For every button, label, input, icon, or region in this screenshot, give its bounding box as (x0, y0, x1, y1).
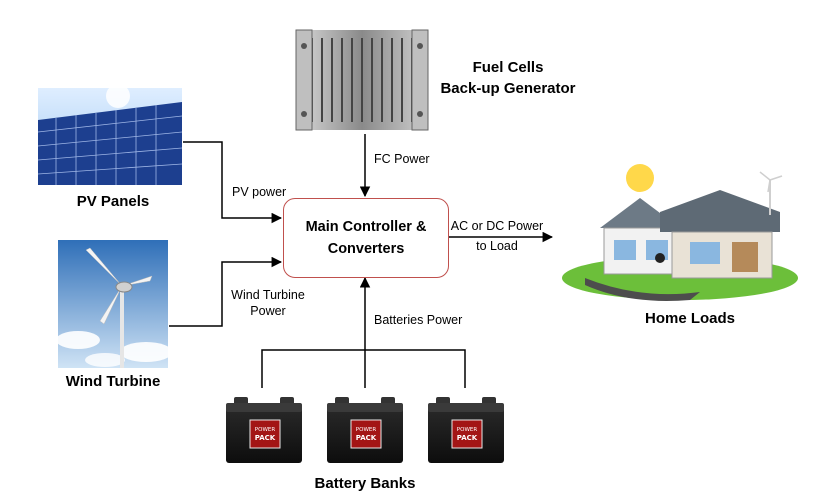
battery-bus-line (261, 349, 466, 388)
wind-power-label: Wind Turbine Power (231, 288, 305, 318)
wind-to-controller-arrow (169, 256, 283, 327)
load-power-label-line2: to Load (476, 239, 518, 253)
pv-panels-label: PV Panels (76, 193, 150, 210)
battery-banks-label: Battery Banks (314, 475, 416, 492)
load-power-label-line1: AC or DC Power (450, 219, 544, 233)
main-controller-box: Main Controller & Converters (283, 198, 449, 278)
battery-brand-text: PACK (457, 434, 478, 442)
controller-label-line2: Converters (327, 241, 405, 257)
wind-power-label-line2: Power (250, 304, 286, 318)
fc-power-label: FC Power (374, 152, 430, 166)
battery-brand-text: POWER (356, 427, 377, 433)
battery-brand-text: POWER (457, 427, 478, 433)
load-power-label: AC or DC Power to Load (451, 219, 543, 253)
fuel-cell-label: Fuel Cells Back-up Generator (440, 59, 575, 97)
controller-label-line1: Main Controller & (305, 219, 427, 235)
wind-turbine-image (56, 240, 172, 368)
fuel-cell-image (295, 29, 429, 131)
battery-power-label: Batteries Power (374, 313, 463, 327)
pv-to-controller-arrow (183, 141, 283, 224)
wind-turbine-label: Wind Turbine (65, 373, 161, 390)
home-loads-label: Home Loads (644, 310, 736, 327)
connectors (169, 134, 554, 388)
battery-brand-text: PACK (255, 434, 276, 442)
wind-power-label-line1: Wind Turbine (231, 288, 305, 302)
pv-power-label: PV power (232, 185, 287, 199)
home-image (562, 164, 798, 301)
battery-brand-text: POWER (255, 427, 276, 433)
fuel-cell-label-line2: Back-up Generator (440, 80, 576, 97)
fuel-cell-label-line1: Fuel Cells (472, 59, 544, 76)
pv-panel-image (37, 84, 183, 185)
battery-brand-text: PACK (356, 434, 377, 442)
